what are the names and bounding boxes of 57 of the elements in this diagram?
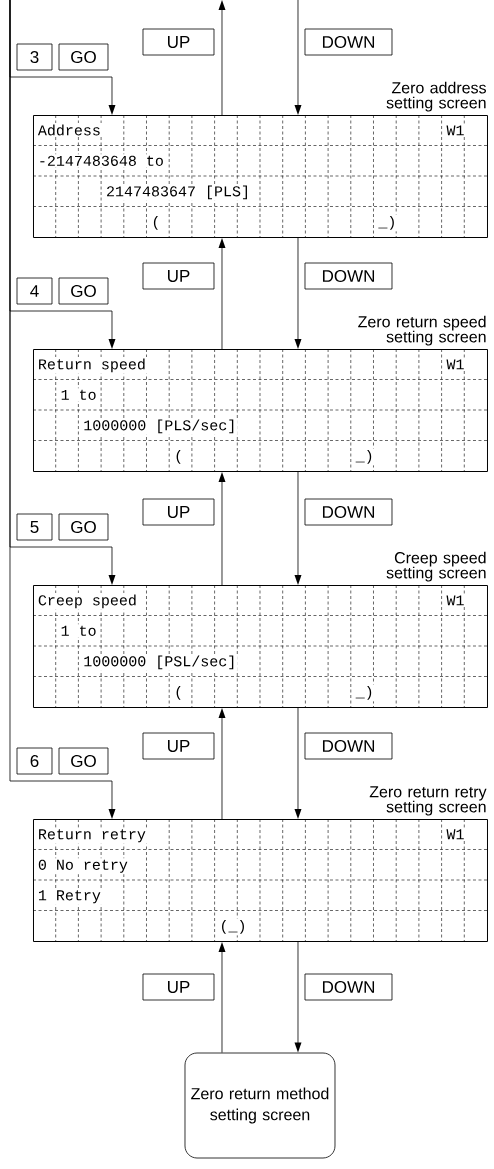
key-box: DOWN	[304, 498, 393, 526]
display-text: (_)	[218, 918, 248, 936]
screen-title: Zero address setting screen	[386, 81, 486, 112]
display-text: Return retry	[36, 827, 148, 844]
display-text: Address	[36, 122, 103, 137]
display-text: W1	[445, 357, 466, 371]
display-text: 1000000 [PSL/sec]	[81, 653, 238, 671]
display-text: 2147483647 [PLS]	[104, 183, 252, 201]
display-text: (	[172, 684, 185, 702]
arrow	[294, 941, 302, 1053]
key-box: DOWN	[304, 28, 393, 56]
key-box: UP	[142, 498, 215, 526]
key-box: GO	[58, 747, 109, 775]
display-text: 1 Retry	[36, 888, 103, 905]
arrow	[218, 472, 226, 586]
key-box: UP	[142, 262, 215, 290]
arrow	[9, 0, 116, 819]
key-box: UP	[142, 973, 215, 1001]
arrow	[218, 238, 226, 350]
display-text: Creep speed	[36, 592, 139, 610]
screen-title: Zero return retry setting screen	[369, 786, 487, 816]
display-text: W1	[445, 827, 466, 841]
key-box: GO	[58, 513, 109, 541]
key-box: 3	[16, 43, 53, 71]
display-text: 1 to	[59, 388, 99, 402]
display-text: 1 to	[59, 624, 99, 638]
arrow	[294, 707, 302, 819]
arrow	[218, 0, 226, 116]
screen-title: Creep speed setting screen	[386, 551, 486, 582]
display-text: -2147483648 to	[36, 154, 166, 168]
key-box: DOWN	[304, 732, 393, 760]
key-box: UP	[142, 732, 215, 760]
display-text: _)	[354, 684, 376, 702]
key-box: GO	[58, 43, 109, 71]
arrow	[218, 942, 226, 1053]
display-text: 1000000 [PLS/sec]	[81, 417, 238, 435]
key-box: UP	[142, 28, 215, 56]
key-box: 5	[16, 513, 53, 541]
screen-title: Zero return speed setting screen	[358, 315, 486, 346]
arrow	[294, 0, 302, 115]
display-text: W1	[445, 123, 466, 137]
key-box: 6	[16, 747, 53, 775]
display-text: _)	[376, 214, 398, 232]
display-text: W1	[445, 593, 466, 607]
display-text: _)	[354, 448, 376, 466]
display-text: Return speed	[36, 356, 148, 374]
key-box: DOWN	[304, 973, 393, 1001]
display-text: (	[172, 448, 185, 466]
arrow	[294, 471, 302, 585]
arrow	[294, 237, 302, 349]
key-box: 4	[16, 277, 53, 305]
key-box: GO	[58, 277, 109, 305]
display-text: 0 No retry	[36, 858, 130, 875]
arrow	[218, 708, 226, 820]
screen-box: Zero return method setting screen	[184, 1052, 336, 1159]
key-box: DOWN	[304, 262, 393, 290]
display-text: (	[149, 214, 162, 232]
